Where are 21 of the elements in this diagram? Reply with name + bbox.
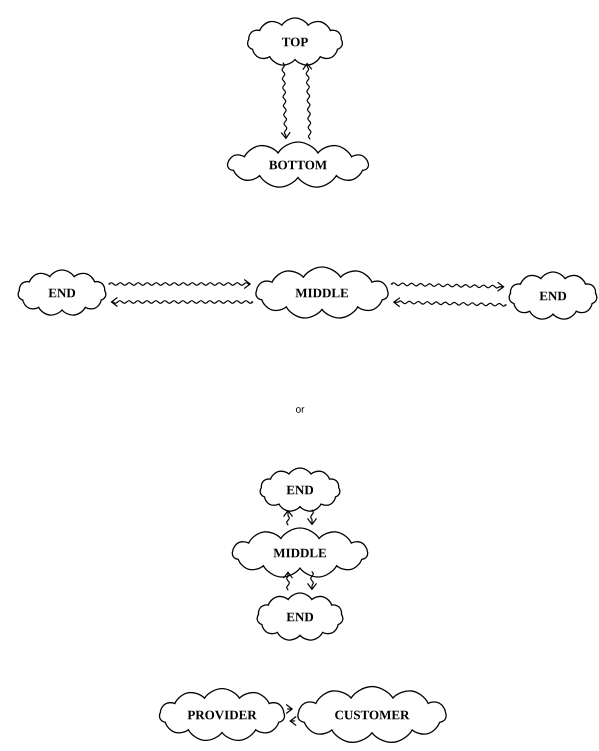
- cloud-node: MIDDLE: [232, 527, 368, 578]
- wavy-arrow: [302, 62, 312, 140]
- label-text: or: [296, 407, 304, 413]
- cloud-node: MIDDLE: [255, 266, 389, 319]
- cloud-node: END: [256, 592, 344, 641]
- cloud-node: BOTTOM: [226, 141, 370, 188]
- wavy-arrow: [307, 509, 317, 526]
- wavy-arrow: [307, 570, 317, 590]
- cloud-node: END: [508, 271, 598, 320]
- wavy-arrow: [392, 297, 508, 308]
- cloud-node: END: [18, 269, 106, 316]
- wavy-arrow: [108, 279, 252, 289]
- wavy-arrow: [280, 62, 291, 140]
- cloud-node: CUSTOMER: [297, 686, 447, 743]
- cloud-node: END: [260, 467, 340, 512]
- wavy-arrow: [283, 571, 293, 591]
- cloud-node: TOP: [247, 17, 343, 66]
- wavy-arrow: [283, 510, 293, 526]
- wavy-arrow: [390, 282, 505, 292]
- cloud-node: PROVIDER: [158, 688, 286, 742]
- wavy-arrow: [110, 297, 254, 307]
